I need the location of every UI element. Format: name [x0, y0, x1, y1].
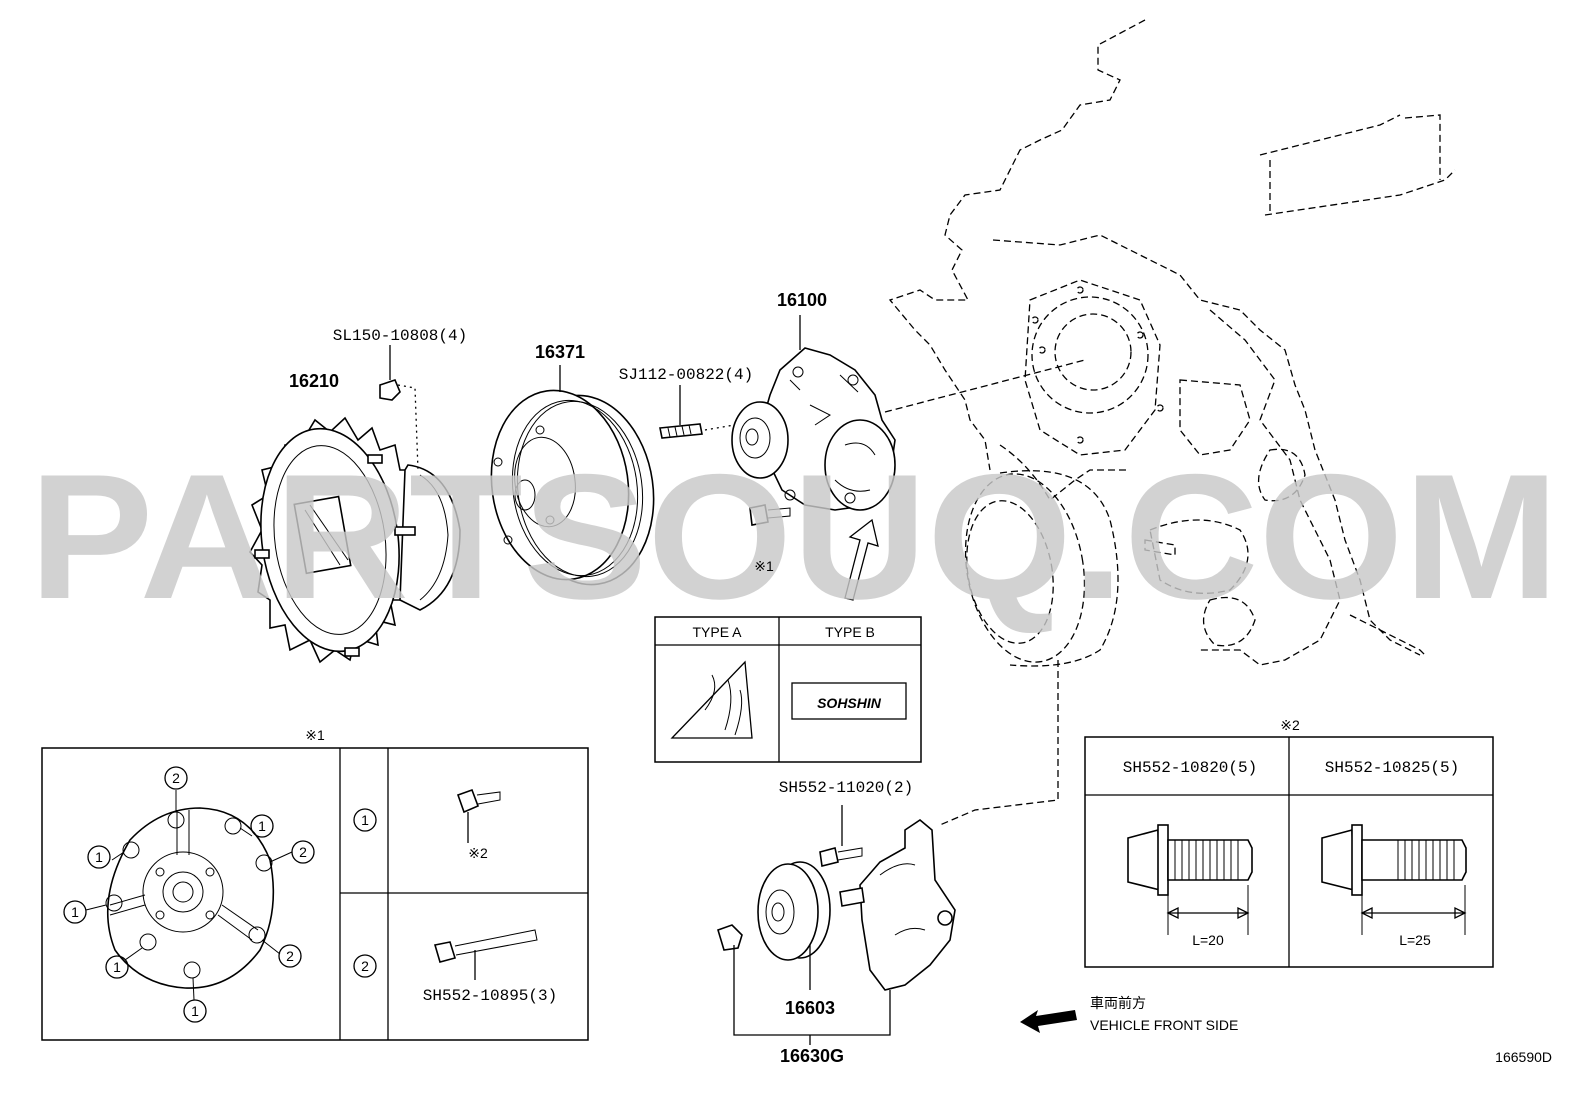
label-fan-clutch: 16210	[289, 371, 339, 391]
label-pulley: 16371	[535, 342, 585, 362]
fan-clutch-16210	[249, 416, 461, 664]
detail-2-col2-len: L=25	[1399, 932, 1431, 948]
callout-2-c: 2	[286, 948, 294, 964]
engine-block-outline	[884, 19, 1456, 826]
detail-2-box: ※2 SH552-10820(5) SH552-10825(5) L=20 L=…	[1084, 717, 1494, 968]
callout-1-c: 1	[71, 904, 79, 920]
watermark: PARTSOUQ.COM	[29, 437, 1559, 636]
detail-2-title: ※2	[1280, 717, 1300, 733]
stud-sj112	[659, 385, 741, 439]
detail-2-col1-len: L=20	[1192, 932, 1224, 948]
callout-2-b: 2	[299, 844, 307, 860]
label-idler-bolt: SH552-11020(2)	[779, 779, 913, 797]
pulley-16371	[490, 365, 655, 586]
idler-assembly	[717, 805, 956, 1045]
bolt-sl150	[379, 345, 419, 471]
row-2-part: SH552-10895(3)	[423, 987, 557, 1005]
drawing-number: 166590D	[1495, 1049, 1552, 1065]
label-fan-clutch-bolt: SL150-10808(4)	[333, 327, 467, 345]
row-1-ref: ※2	[468, 845, 488, 861]
direction-jp: 車両前方	[1090, 995, 1146, 1011]
label-water-pump: 16100	[777, 290, 827, 310]
callout-1-b: 1	[95, 849, 103, 865]
callout-1-d: 1	[113, 959, 121, 975]
part-labels: SL150-10808(4) 16210 16371 16100 SJ112-0…	[289, 290, 1552, 1066]
detail-1-box: 2 1 1 2 1 2 1 1 1 2 ※2 SH552-10895(3) ※	[41, 727, 589, 1041]
type-b-label: TYPE B	[825, 624, 875, 640]
row-1-marker: 1	[361, 812, 369, 828]
type-a-label: TYPE A	[692, 624, 742, 640]
detail-2-col2-part: SH552-10825(5)	[1325, 759, 1459, 777]
row-2-marker: 2	[361, 958, 369, 974]
callouts: 2 1 1 2 1 2 1 1	[63, 766, 315, 1023]
vehicle-front-indicator: 車両前方 VEHICLE FRONT SIDE	[1020, 995, 1238, 1033]
label-ref-mark-1: ※1	[754, 558, 774, 574]
callout-2-a: 2	[172, 770, 180, 786]
water-pump-16100	[731, 315, 896, 601]
direction-en: VEHICLE FRONT SIDE	[1090, 1017, 1238, 1033]
type-table: TYPE A TYPE B SOHSHIN	[654, 616, 922, 763]
label-idler-pulley: 16603	[785, 998, 835, 1018]
label-idler-assy: 16630G	[780, 1046, 844, 1066]
callout-1-a: 1	[258, 818, 266, 834]
detail-1-title: ※1	[305, 727, 325, 743]
sohshin-logo: SOHSHIN	[817, 695, 882, 711]
callout-1-e: 1	[191, 1003, 199, 1019]
detail-2-col1-part: SH552-10820(5)	[1123, 759, 1257, 777]
label-stud: SJ112-00822(4)	[619, 366, 753, 384]
